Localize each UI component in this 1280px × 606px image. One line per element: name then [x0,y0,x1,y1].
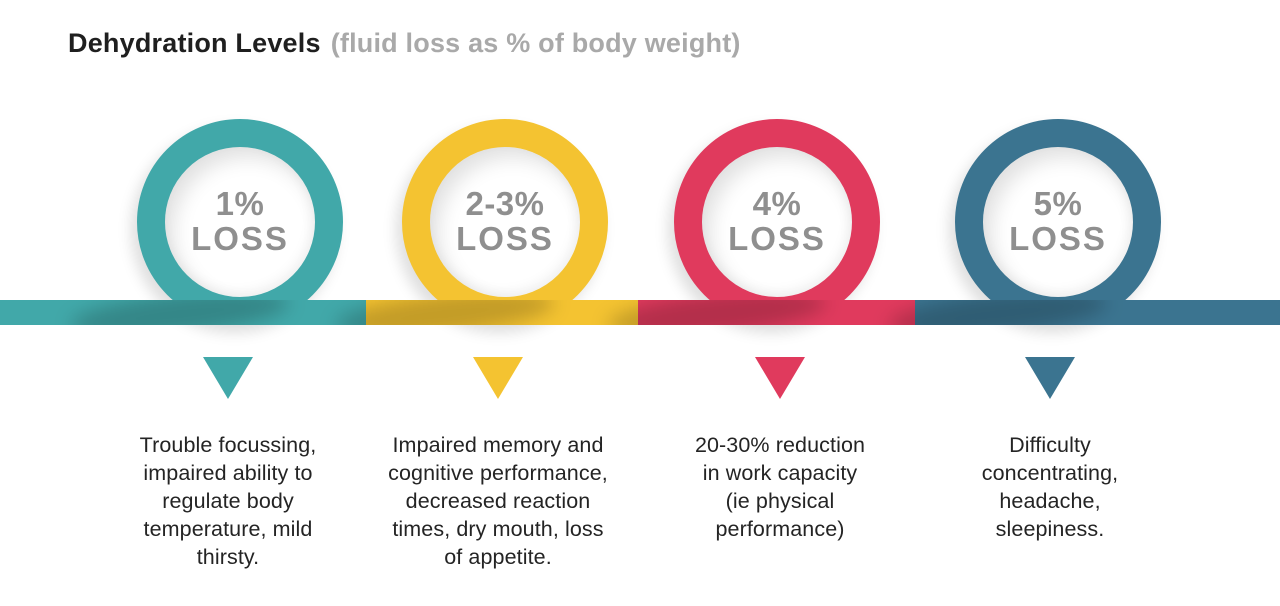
stage-3-pointer-triangle-icon [755,357,805,399]
stage-1-percent: 1% [215,185,265,223]
stage-4-loss-text: LOSS [1009,220,1107,257]
stage-4-description: Difficulty concentrating, headache, slee… [981,433,1119,541]
stage-3-description: 20-30% reduction in work capacity (ie ph… [694,433,866,541]
stage-2-percent: 2-3% [465,185,545,223]
title-subtitle: (fluid loss as % of body weight) [330,28,741,58]
stage-4-pointer-triangle-icon [1025,357,1075,399]
stage-1-loss-text: LOSS [191,220,289,257]
stage-2-pointer-triangle-icon [473,357,523,399]
timeline-segment-4 [915,300,1280,325]
stage-4-percent: 5% [1033,185,1083,223]
title-main: Dehydration Levels [68,28,321,58]
stage-2-loss-text: LOSS [456,220,554,257]
timeline-segment-1 [0,300,366,325]
stage-1-description: Trouble focussing, impaired ability to r… [139,433,317,569]
stage-1-label: 1% LOSS [137,119,343,325]
stage-3-percent: 4% [752,185,802,223]
timeline-segment-3 [638,300,915,325]
stage-2-description: Impaired memory and cognitive performanc… [388,433,608,569]
stage-2-label: 2-3% LOSS [402,119,608,325]
stage-4-label: 5% LOSS [955,119,1161,325]
timeline-bar [0,300,1280,325]
stage-3-loss-text: LOSS [728,220,826,257]
stage-3-label: 4% LOSS [674,119,880,325]
page-title: Dehydration Levels (fluid loss as % of bo… [68,28,741,59]
timeline-segment-2 [366,300,638,325]
stage-1-pointer-triangle-icon [203,357,253,399]
